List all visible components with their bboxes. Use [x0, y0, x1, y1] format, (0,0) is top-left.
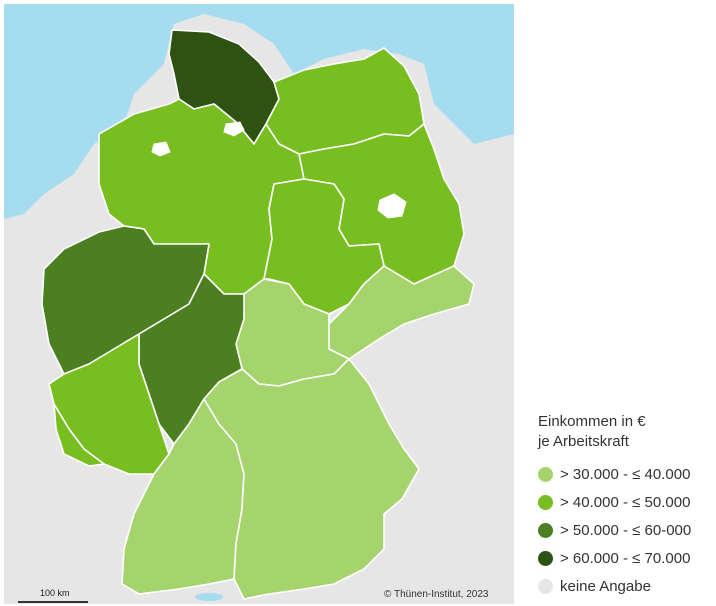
legend-item: > 30.000 - ≤ 40.000	[538, 460, 714, 488]
legend-item: > 50.000 - ≤ 60-000	[538, 516, 714, 544]
legend-item-label: > 40.000 - ≤ 50.000	[560, 493, 691, 511]
legend-item-label: > 30.000 - ≤ 40.000	[560, 465, 691, 483]
scalebar-label: 100 km	[40, 588, 70, 598]
legend-swatch-icon	[538, 578, 553, 594]
state-saarland: Saarland	[53, 403, 105, 467]
sea-area	[4, 4, 514, 219]
hamburg-area	[223, 121, 245, 137]
legend-item-label: > 50.000 - ≤ 60-000	[560, 521, 692, 539]
legend-swatch-icon	[538, 466, 553, 482]
legend-items: > 30.000 - ≤ 40.000 > 40.000 - ≤ 50.000 …	[538, 460, 714, 600]
map-legend: Einkommen in € je Arbeitskraft > 30.000 …	[538, 412, 714, 600]
scalebar-line	[18, 601, 88, 603]
bremen-area	[151, 141, 171, 157]
legend-item: keine Angabe	[538, 572, 714, 600]
state-bayern: Bayern	[203, 358, 420, 600]
legend-item-label: keine Angabe	[560, 577, 651, 595]
legend-swatch-icon	[538, 550, 553, 566]
legend-title-line-1: Einkommen in €	[538, 413, 646, 430]
legend-title-line-2: je Arbeitskraft	[538, 433, 629, 450]
legend-item-label: > 60.000 - ≤ 70.000	[560, 549, 691, 567]
copyright-credit: © Thünen-Institut, 2023	[384, 589, 489, 600]
legend-swatch-icon	[538, 522, 553, 538]
legend-swatch-icon	[538, 494, 553, 510]
lake-constance	[195, 593, 223, 601]
legend-item: > 40.000 - ≤ 50.000	[538, 488, 714, 516]
germany-map: Schleswig-Holstein Mecklenburg-Vorpommer…	[4, 4, 514, 601]
berlin-area	[377, 193, 407, 219]
map-panel: Schleswig-Holstein Mecklenburg-Vorpommer…	[4, 4, 514, 604]
legend-item: > 60.000 - ≤ 70.000	[538, 544, 714, 572]
